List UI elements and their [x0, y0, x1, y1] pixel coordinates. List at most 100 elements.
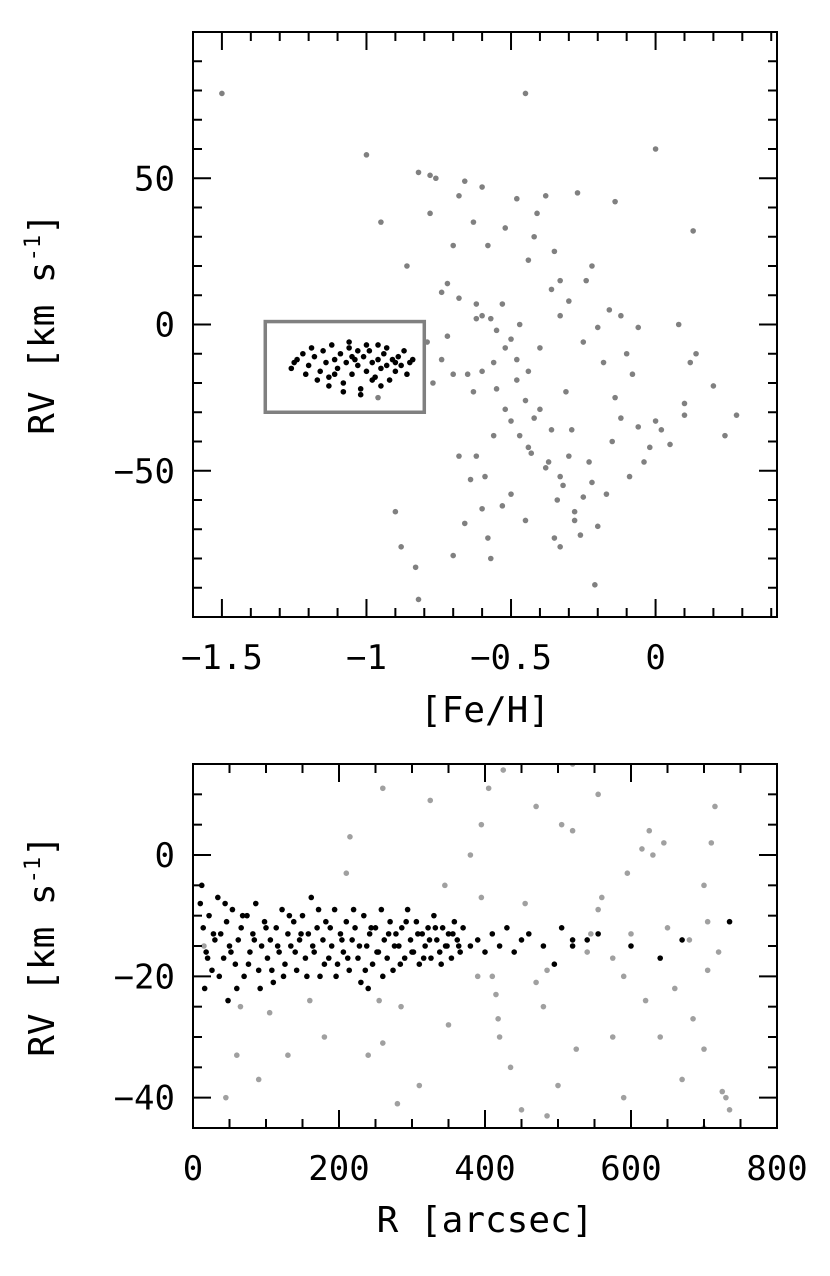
data-point [588, 931, 594, 937]
data-point [479, 505, 485, 512]
data-point [404, 906, 411, 913]
data-point [427, 172, 433, 179]
data-point [533, 979, 539, 986]
data-point [485, 785, 492, 792]
data-point [299, 912, 306, 919]
y-axis-title-superscript: -1 [21, 857, 46, 884]
y-axis-title-superscript: -1 [21, 235, 46, 262]
data-point [274, 943, 281, 949]
x-tick-label: −1.5 [181, 638, 263, 678]
data-point [609, 1034, 616, 1040]
data-point [286, 912, 293, 919]
data-point [690, 228, 696, 234]
data-point [473, 301, 480, 307]
data-point [544, 967, 550, 974]
data-point [347, 834, 353, 840]
data-point [624, 870, 631, 876]
data-point [454, 937, 461, 943]
data-point [584, 937, 590, 943]
data-point [479, 184, 485, 190]
data-point [298, 931, 304, 937]
data-point [232, 961, 239, 967]
data-point [522, 90, 529, 97]
data-point [652, 418, 659, 424]
data-point [247, 949, 253, 955]
data-point [704, 918, 711, 925]
data-point [200, 925, 207, 931]
data-point [592, 582, 598, 588]
x-tick-label: −1 [346, 638, 387, 678]
data-point [317, 368, 324, 375]
data-point [288, 365, 295, 372]
data-point [534, 210, 540, 217]
data-point [415, 931, 421, 937]
data-point [346, 339, 352, 345]
data-point [369, 961, 376, 967]
data-point [508, 418, 514, 424]
data-point [354, 348, 361, 354]
data-point [456, 193, 462, 199]
data-point [537, 406, 543, 413]
data-point [325, 955, 332, 961]
data-point [693, 350, 699, 357]
data-point [540, 1003, 547, 1010]
y-axis-title-main: RV [km s [22, 883, 63, 1056]
data-point [583, 277, 589, 284]
data-point [557, 312, 563, 319]
data-point [719, 1088, 726, 1095]
data-point [380, 973, 386, 980]
data-point [482, 949, 488, 955]
data-point [396, 943, 402, 949]
data-point [340, 388, 347, 395]
data-point [642, 997, 649, 1004]
x-axis-title: R [arcsec] [377, 1200, 594, 1241]
data-point [531, 233, 537, 240]
data-point [580, 339, 587, 345]
data-point [216, 973, 223, 980]
data-point [381, 937, 388, 943]
data-point [710, 383, 717, 389]
data-point [646, 827, 653, 834]
data-point [292, 949, 299, 955]
data-point [461, 520, 468, 527]
data-point [263, 925, 269, 931]
data-point [594, 523, 601, 530]
data-point [478, 821, 485, 828]
data-point [531, 415, 537, 421]
data-point [445, 1022, 452, 1028]
data-point [267, 937, 274, 943]
data-point [343, 870, 350, 876]
data-point [409, 356, 416, 363]
data-point [344, 955, 351, 961]
data-point [317, 973, 323, 980]
data-point [557, 544, 563, 550]
data-point [430, 380, 436, 386]
data-point [276, 949, 282, 955]
data-point [358, 979, 364, 986]
data-point [474, 973, 481, 980]
data-point [302, 955, 309, 961]
data-point [487, 315, 494, 322]
data-point [686, 937, 693, 943]
y-tick-label: 0 [155, 306, 175, 346]
data-point [398, 925, 405, 931]
data-point [508, 336, 514, 342]
data-point [599, 894, 605, 901]
data-point [661, 840, 667, 846]
data-point [518, 937, 525, 943]
data-point [618, 312, 624, 319]
data-point [545, 459, 552, 465]
data-point [544, 1113, 550, 1119]
data-point [228, 949, 234, 955]
data-point [223, 918, 230, 925]
data-point [733, 412, 740, 418]
data-point [704, 967, 711, 974]
data-point [398, 1003, 404, 1010]
data-point [305, 362, 312, 369]
data-point [652, 146, 659, 152]
data-point [657, 1034, 663, 1040]
data-point [473, 315, 480, 322]
data-point [385, 931, 392, 937]
data-point [726, 1107, 733, 1113]
data-point [375, 342, 381, 348]
